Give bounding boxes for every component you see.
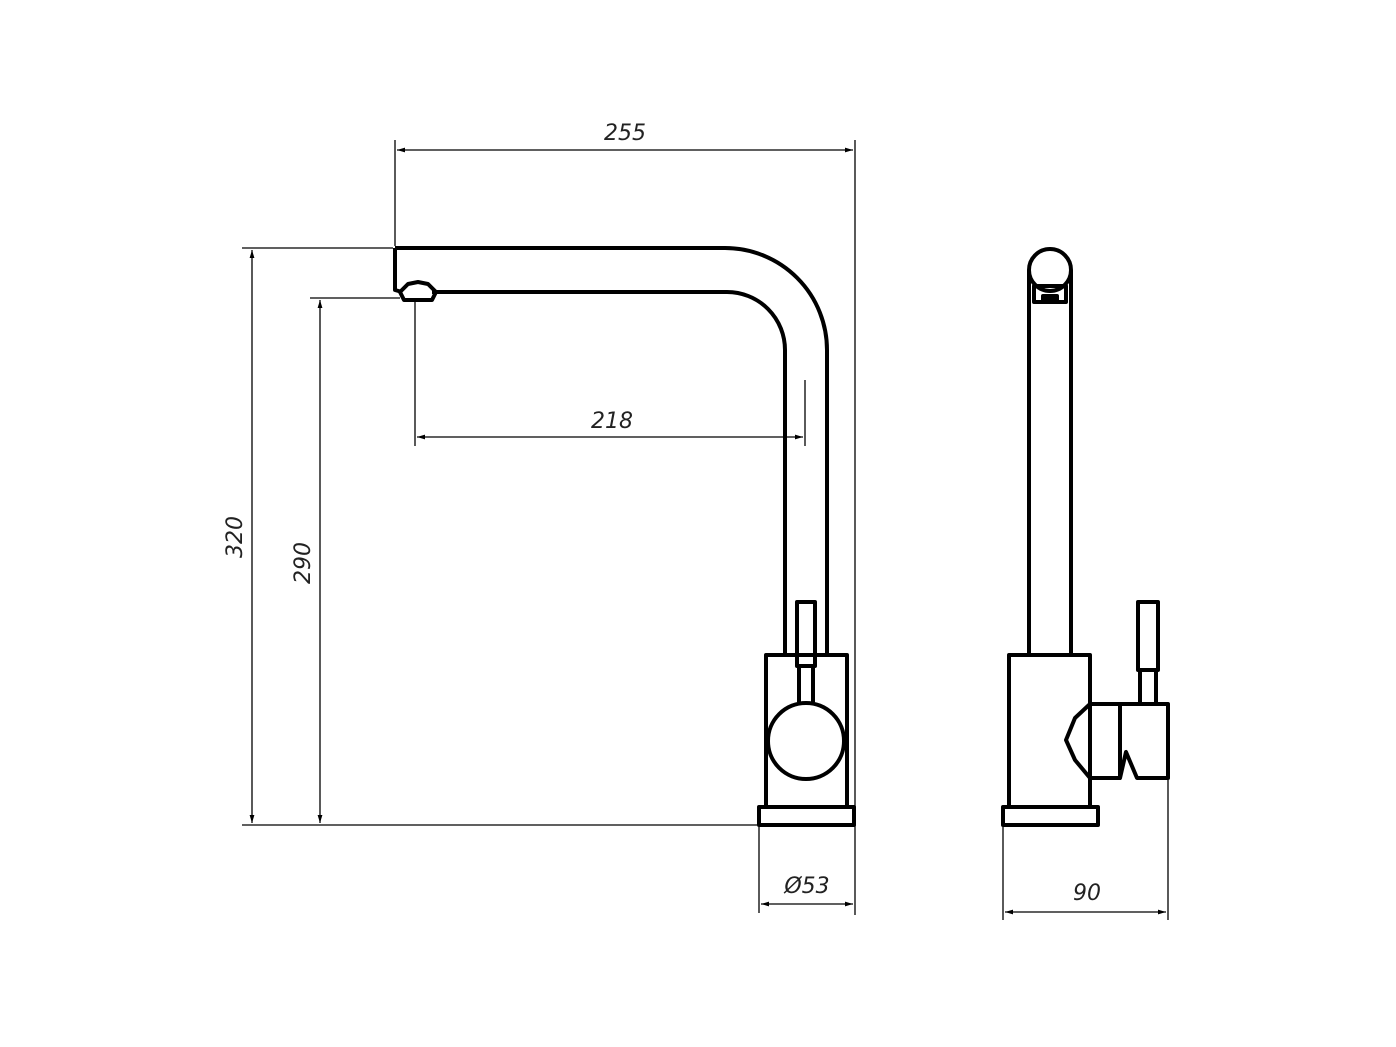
dim-side-depth: 90 [1073, 881, 1101, 906]
side-lever-stem [1138, 670, 1158, 704]
cartridge-circle [766, 701, 846, 781]
side-lever-handle [1136, 600, 1160, 672]
lever-handle [795, 600, 817, 668]
spout-outline [395, 246, 829, 655]
dim-spout-height: 290 [291, 542, 316, 584]
spout-inner-outline [432, 290, 787, 655]
aerator-icon [398, 280, 438, 302]
side-view [1001, 247, 1170, 827]
cartridge-housing [1064, 702, 1170, 780]
spout-tip [393, 248, 403, 294]
dim-spout-reach: 218 [591, 409, 633, 434]
front-view [393, 246, 856, 827]
side-body [1007, 653, 1092, 809]
lever-stem [797, 666, 815, 702]
aerator-slot [1041, 294, 1059, 302]
dimensions: 255 218 320 290 Ø53 90 [223, 121, 1169, 920]
dim-overall-height: 320 [223, 516, 248, 558]
side-base-plate [1001, 805, 1100, 827]
body [764, 653, 849, 809]
base-plate [757, 805, 856, 827]
spout-column [1027, 270, 1073, 655]
dim-base-diameter: Ø53 [783, 874, 829, 899]
dim-overall-width: 255 [604, 121, 646, 146]
